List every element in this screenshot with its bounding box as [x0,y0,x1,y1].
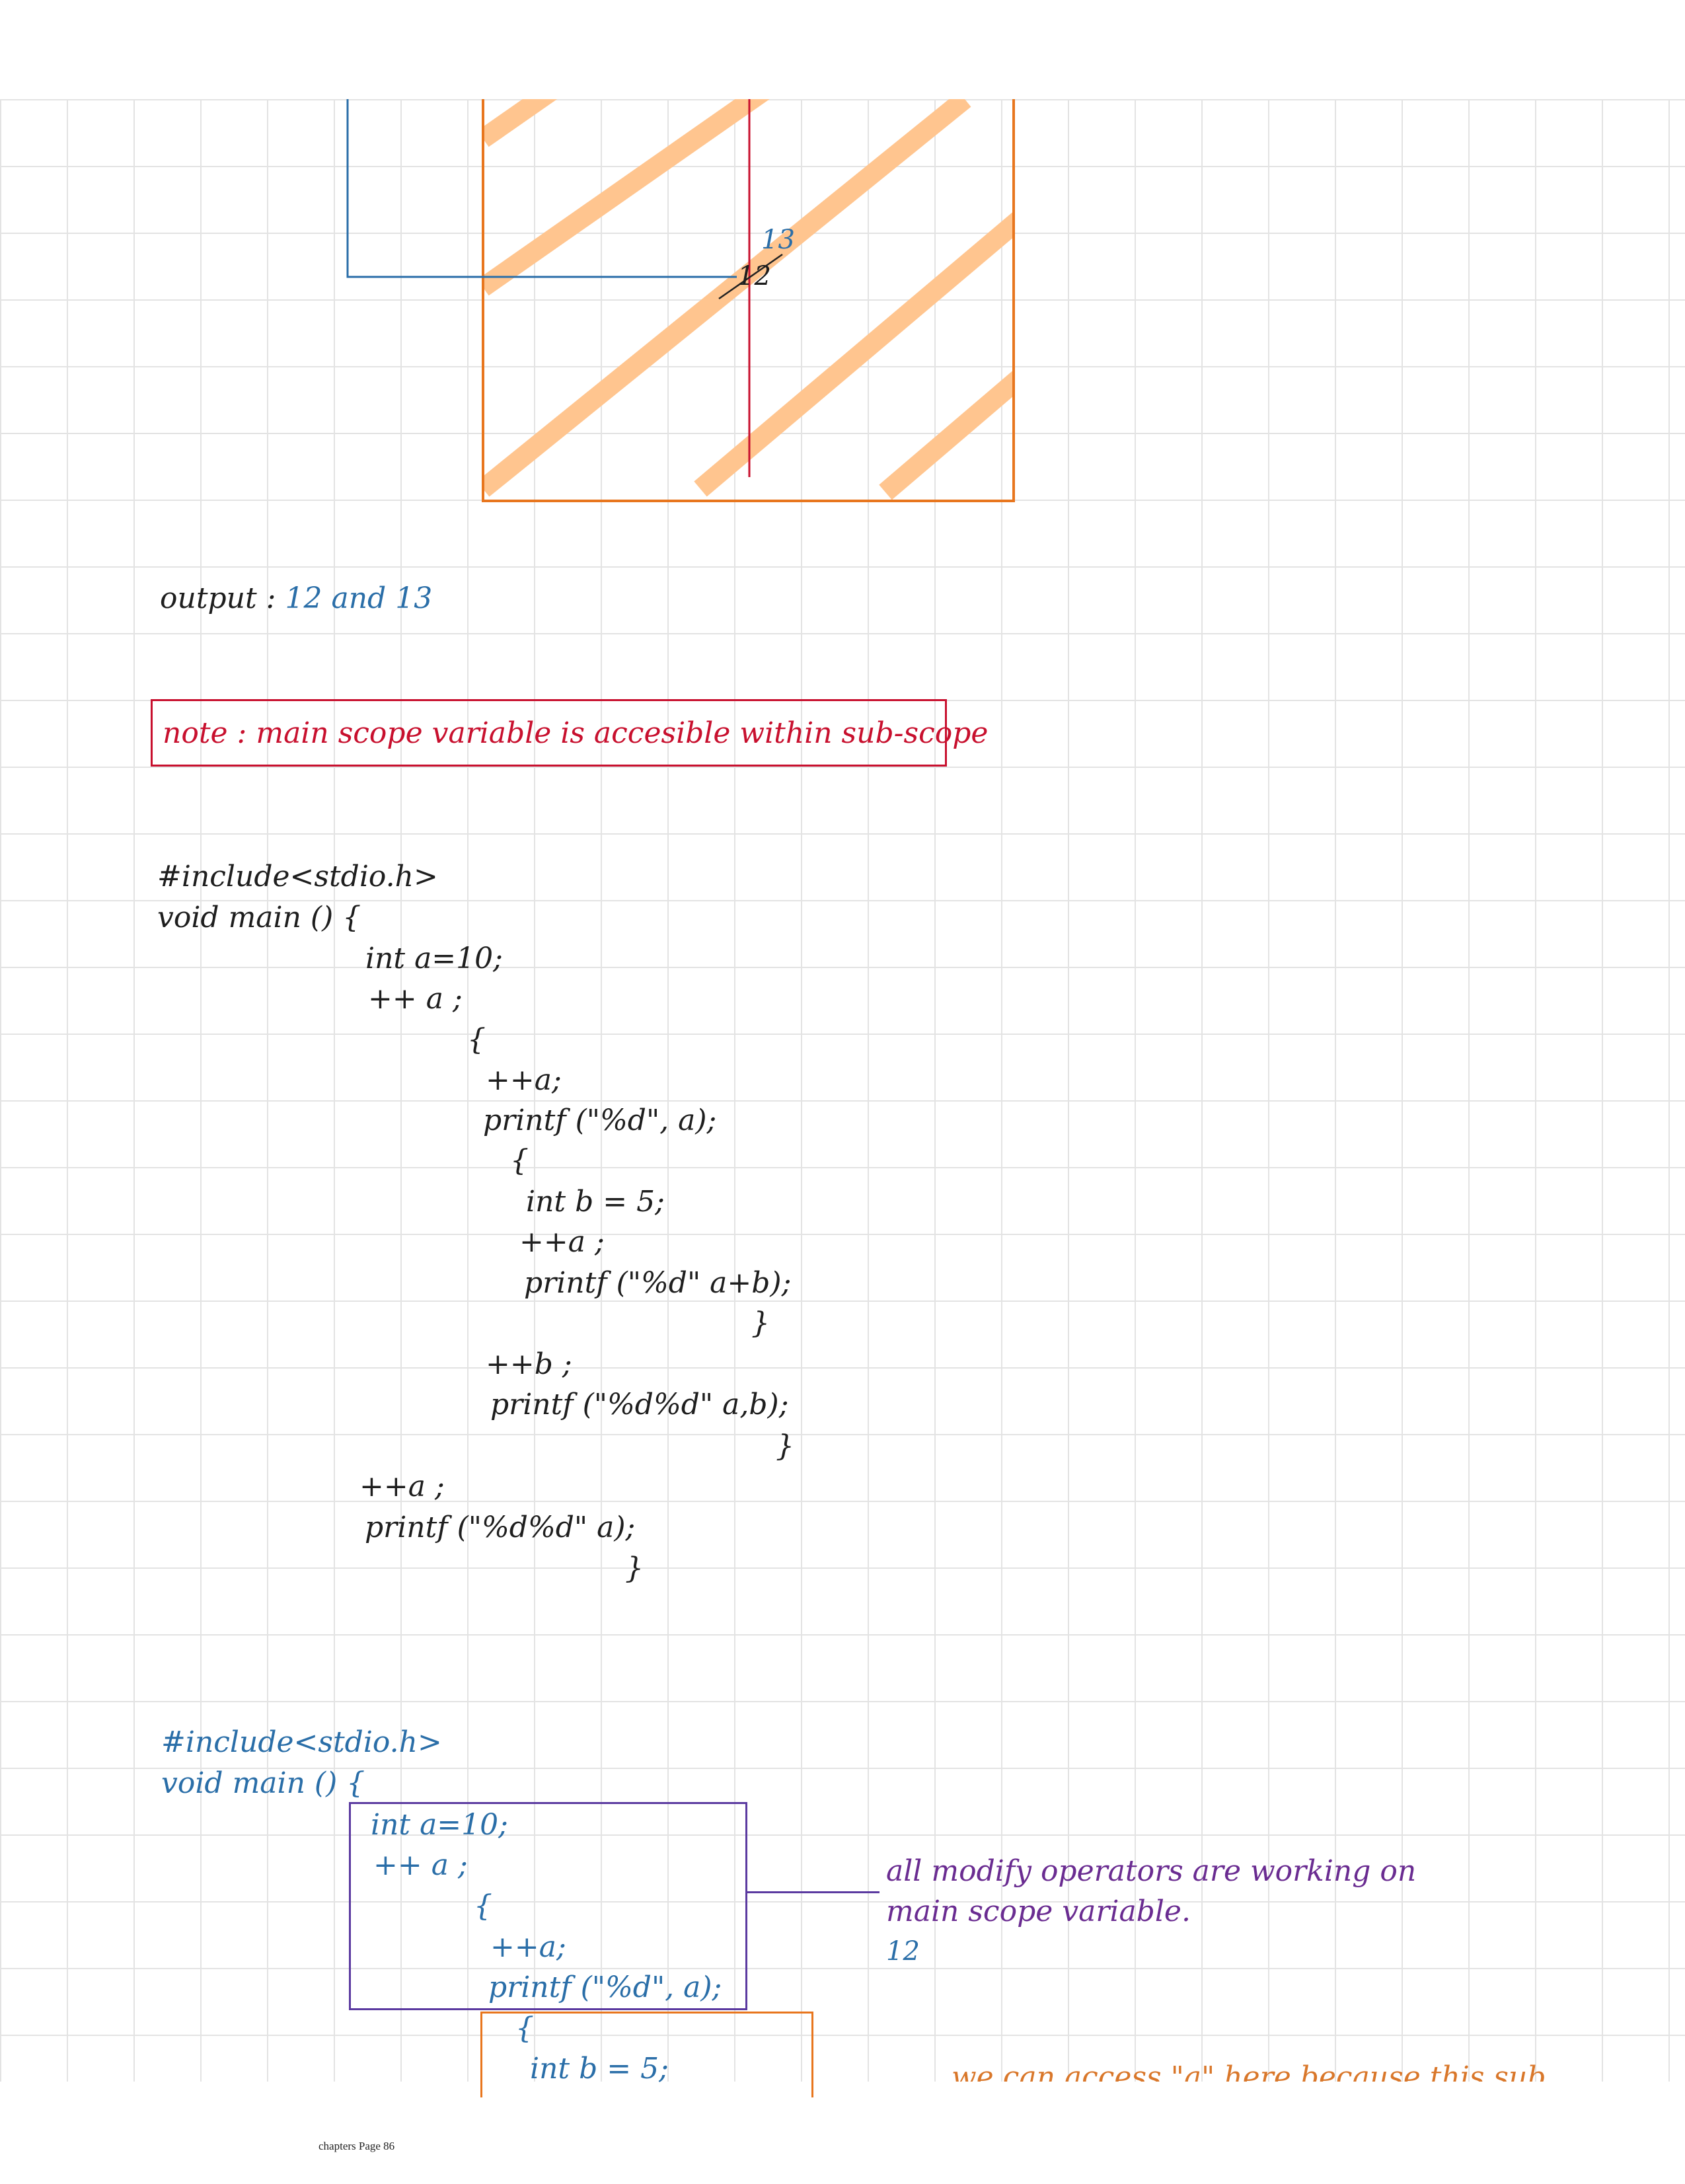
code1-line: ++a ; [359,1470,445,1503]
code1-line: { [510,1144,529,1178]
page-footer: chapters Page 86 [318,2140,395,2152]
code1-line: ++a; [486,1063,562,1097]
annotation-connector [747,1891,880,1893]
output-label: output : [160,582,285,615]
code2-line: ++a; [490,1930,566,1964]
annotation2-clip: we can access "a" here because this sub- [952,2060,1546,2082]
orange-scope-box [482,99,1015,502]
stripe [483,99,971,497]
stripe [879,369,1015,500]
code2-line: void main () { [161,1766,365,1800]
code1-line: void main () { [157,901,361,934]
blue-scope-line [346,99,737,278]
grid-paper [0,99,1685,2082]
stripe [483,99,558,147]
note-box [151,699,947,767]
code1-line: int a=10; [365,942,503,975]
note-text: note : main scope variable is accesible … [163,716,989,750]
code1-line: int b = 5; [526,1185,665,1219]
code2-line: { [515,2012,534,2045]
code1-line: ++b ; [486,1347,572,1381]
code2-line: int a=10; [371,1808,508,1842]
code1-line: printf ("%d%d" a); [365,1511,636,1544]
code1-line: } [625,1552,644,1585]
code1-line: ++a ; [519,1225,605,1259]
sub-scope-box [480,2012,813,2097]
code1-line: printf ("%d%d" a,b); [490,1388,789,1421]
code2-line: ++ a ; [373,1848,468,1882]
output-line: output : 12 and 13 [160,584,432,613]
hatch-stripes [483,99,1015,500]
output-value: 12 and 13 [285,582,433,615]
strike-through [718,253,783,300]
code2-line: { [474,1889,492,1923]
diagram-label-old: 12 [737,261,771,291]
diagram-label-new: 13 [761,225,795,255]
annotation-value: 12 [886,1936,920,1967]
code1-line: ++ a ; [368,982,463,1016]
code1-line: #include<stdio.h> [157,860,438,893]
annotation-line: all modify operators are working on [886,1854,1417,1888]
code2-line: int b = 5; [530,2052,669,2086]
stripe [483,99,770,296]
code2-line: printf ("%d", a); [488,1971,722,2004]
code1-line: printf ("%d", a); [483,1104,717,1137]
code1-line: printf ("%d" a+b); [524,1266,792,1300]
code1-line: { [467,1023,486,1057]
main-scope-box [349,1802,747,2010]
stripe [694,210,1015,497]
code1-line: } [776,1429,794,1463]
annotation-line: main scope variable. [886,1895,1191,1928]
annotation2-text: we can access "a" here because this sub- [952,2060,1546,2082]
code2-line: #include<stdio.h> [161,1725,442,1759]
code1-line: } [751,1306,770,1340]
